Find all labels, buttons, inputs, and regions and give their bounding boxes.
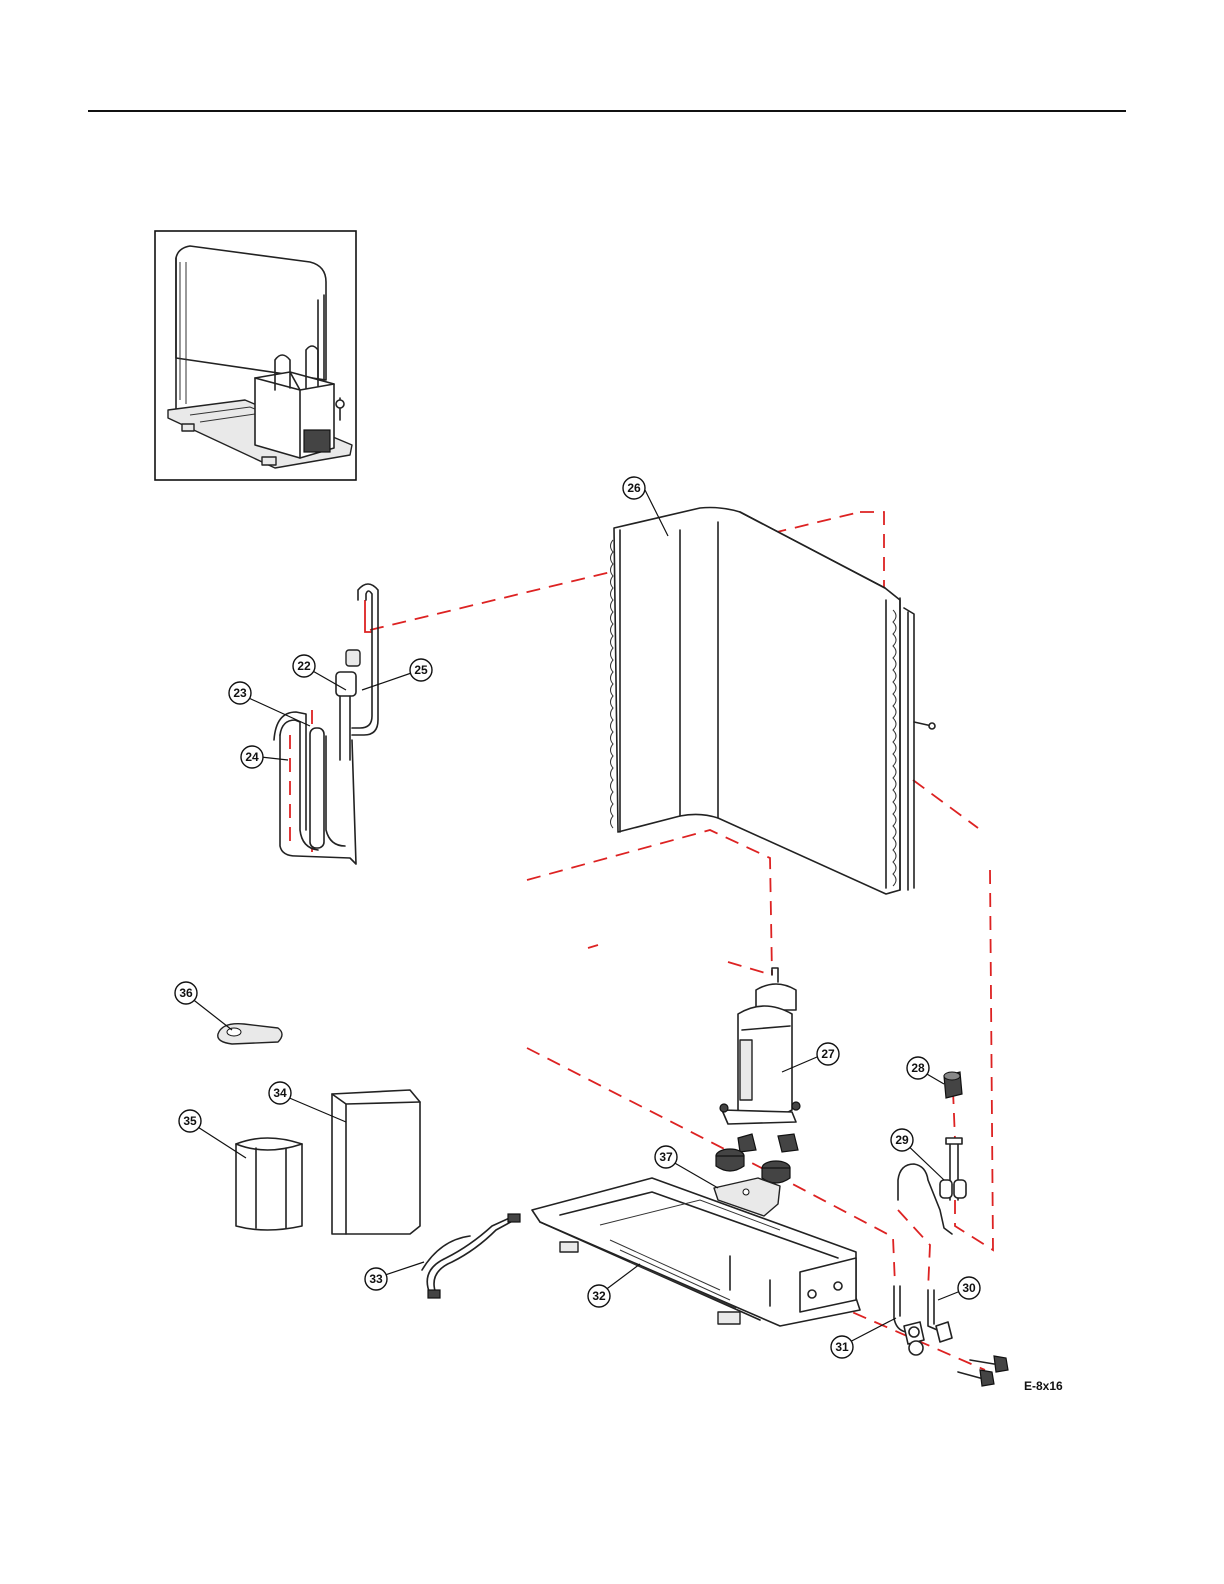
svg-text:35: 35 [183, 1114, 197, 1128]
callout-24: 24 [241, 746, 263, 768]
callout-26: 26 [623, 477, 645, 499]
service-valves [894, 1286, 952, 1355]
valve-piping-assembly [274, 584, 378, 864]
svg-text:23: 23 [233, 686, 247, 700]
svg-text:28: 28 [911, 1061, 925, 1075]
compressor [720, 968, 800, 1152]
reversing-valve-coil [944, 1072, 962, 1098]
rubber-mounts [716, 1149, 790, 1183]
svg-text:25: 25 [414, 663, 428, 677]
callout-23: 23 [229, 682, 251, 704]
screw-code-label: E-8x16 [1024, 1379, 1063, 1393]
condenser-coil [611, 508, 936, 895]
callout-22: 22 [293, 655, 315, 677]
callout-31: 31 [831, 1336, 853, 1358]
svg-text:31: 31 [835, 1340, 849, 1354]
svg-text:34: 34 [273, 1086, 287, 1100]
svg-text:33: 33 [369, 1272, 383, 1286]
screws: E-8x16 [958, 1356, 1063, 1393]
svg-text:29: 29 [895, 1133, 909, 1147]
svg-text:37: 37 [659, 1150, 673, 1164]
svg-text:24: 24 [245, 750, 259, 764]
svg-text:27: 27 [821, 1047, 835, 1061]
callout-35: 35 [179, 1110, 201, 1132]
insulation-wrap [236, 1138, 302, 1230]
base-pan [532, 1178, 860, 1326]
callout-33: 33 [365, 1268, 387, 1290]
callout-32: 32 [588, 1285, 610, 1307]
callout-27: 27 [817, 1043, 839, 1065]
svg-text:30: 30 [962, 1281, 976, 1295]
callout-37: 37 [655, 1146, 677, 1168]
callout-34: 34 [269, 1082, 291, 1104]
callout-28: 28 [907, 1057, 929, 1079]
callout-25: 25 [410, 659, 432, 681]
callout-36: 36 [175, 982, 197, 1004]
cable-assembly [422, 1214, 520, 1298]
svg-text:26: 26 [627, 481, 641, 495]
partition-sleeve [332, 1090, 420, 1234]
svg-text:36: 36 [179, 986, 193, 1000]
svg-text:22: 22 [297, 659, 311, 673]
svg-text:32: 32 [592, 1289, 606, 1303]
assembly-inset [155, 231, 356, 480]
callout-29: 29 [891, 1129, 913, 1151]
capillary-assembly [898, 1138, 966, 1234]
callout-30: 30 [958, 1277, 980, 1299]
